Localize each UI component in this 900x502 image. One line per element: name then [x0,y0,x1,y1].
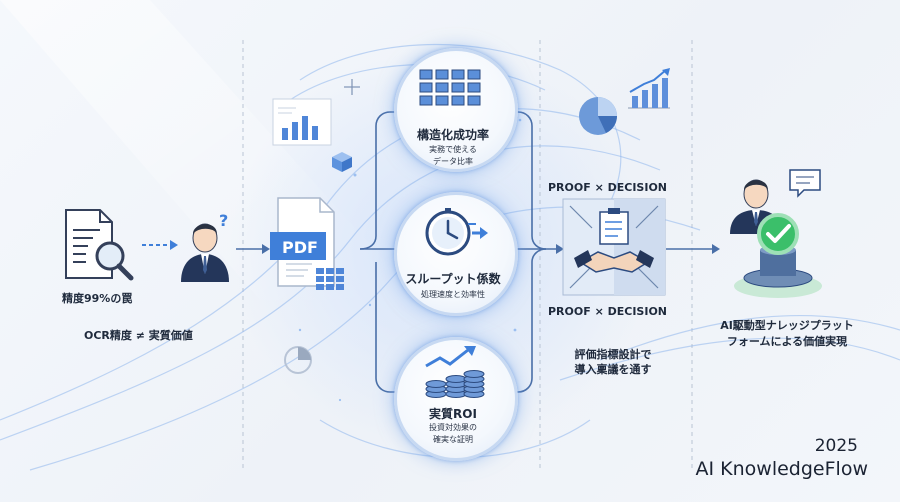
proof-bottom-label: PROOF × DECISION [548,305,668,318]
footer-year: 2025 [814,436,858,456]
approval-person-icon [730,169,822,298]
node-3-sub1: 投資対効果の [429,423,477,432]
pdf-label: PDF [282,238,318,257]
right-caption-line1: AI駆動型ナレッジプラット [720,319,854,332]
node-3-title: 実質ROI [429,407,477,421]
growth-chart-icon [628,68,670,109]
document-search-icon [65,209,134,281]
left-caption: 精度99%の罠 [62,292,133,305]
node-3-sub2: 確実な証明 [433,435,473,444]
confused-person-icon: ? [181,211,229,282]
grid-icon [419,69,481,106]
dashed-arrow-icon [142,240,178,250]
coins-growth-icon [425,346,485,398]
bar-chart-card-icon [272,98,332,146]
proof-top-label: PROOF × DECISION [548,181,668,194]
svg-text:?: ? [219,211,228,230]
node-2-sub1: 処理速度と効率性 [421,290,485,299]
left-subtitle: OCR精度 ≠ 実質価値 [84,329,193,342]
footer-brand: AI KnowledgeFlow [695,458,868,480]
pdf-document-icon [270,197,344,290]
proof-caption-line2: 導入稟議を通す [574,363,652,376]
proof-caption-line1: 評価指標設計で [574,348,652,361]
node-1-sub1: 実務で使える [429,145,477,154]
node-structuring-rate [394,48,518,172]
clock-icon [425,208,488,256]
pie-chart-icon [579,97,617,135]
node-1-title: 構造化成功率 [416,128,489,142]
cube-icon [332,152,352,172]
right-caption-line2: フォームによる価値実現 [726,335,848,348]
handshake-proof-icon [562,198,666,296]
node-2-title: スループット係数 [405,272,501,286]
node-1-sub2: データ比率 [433,157,473,166]
